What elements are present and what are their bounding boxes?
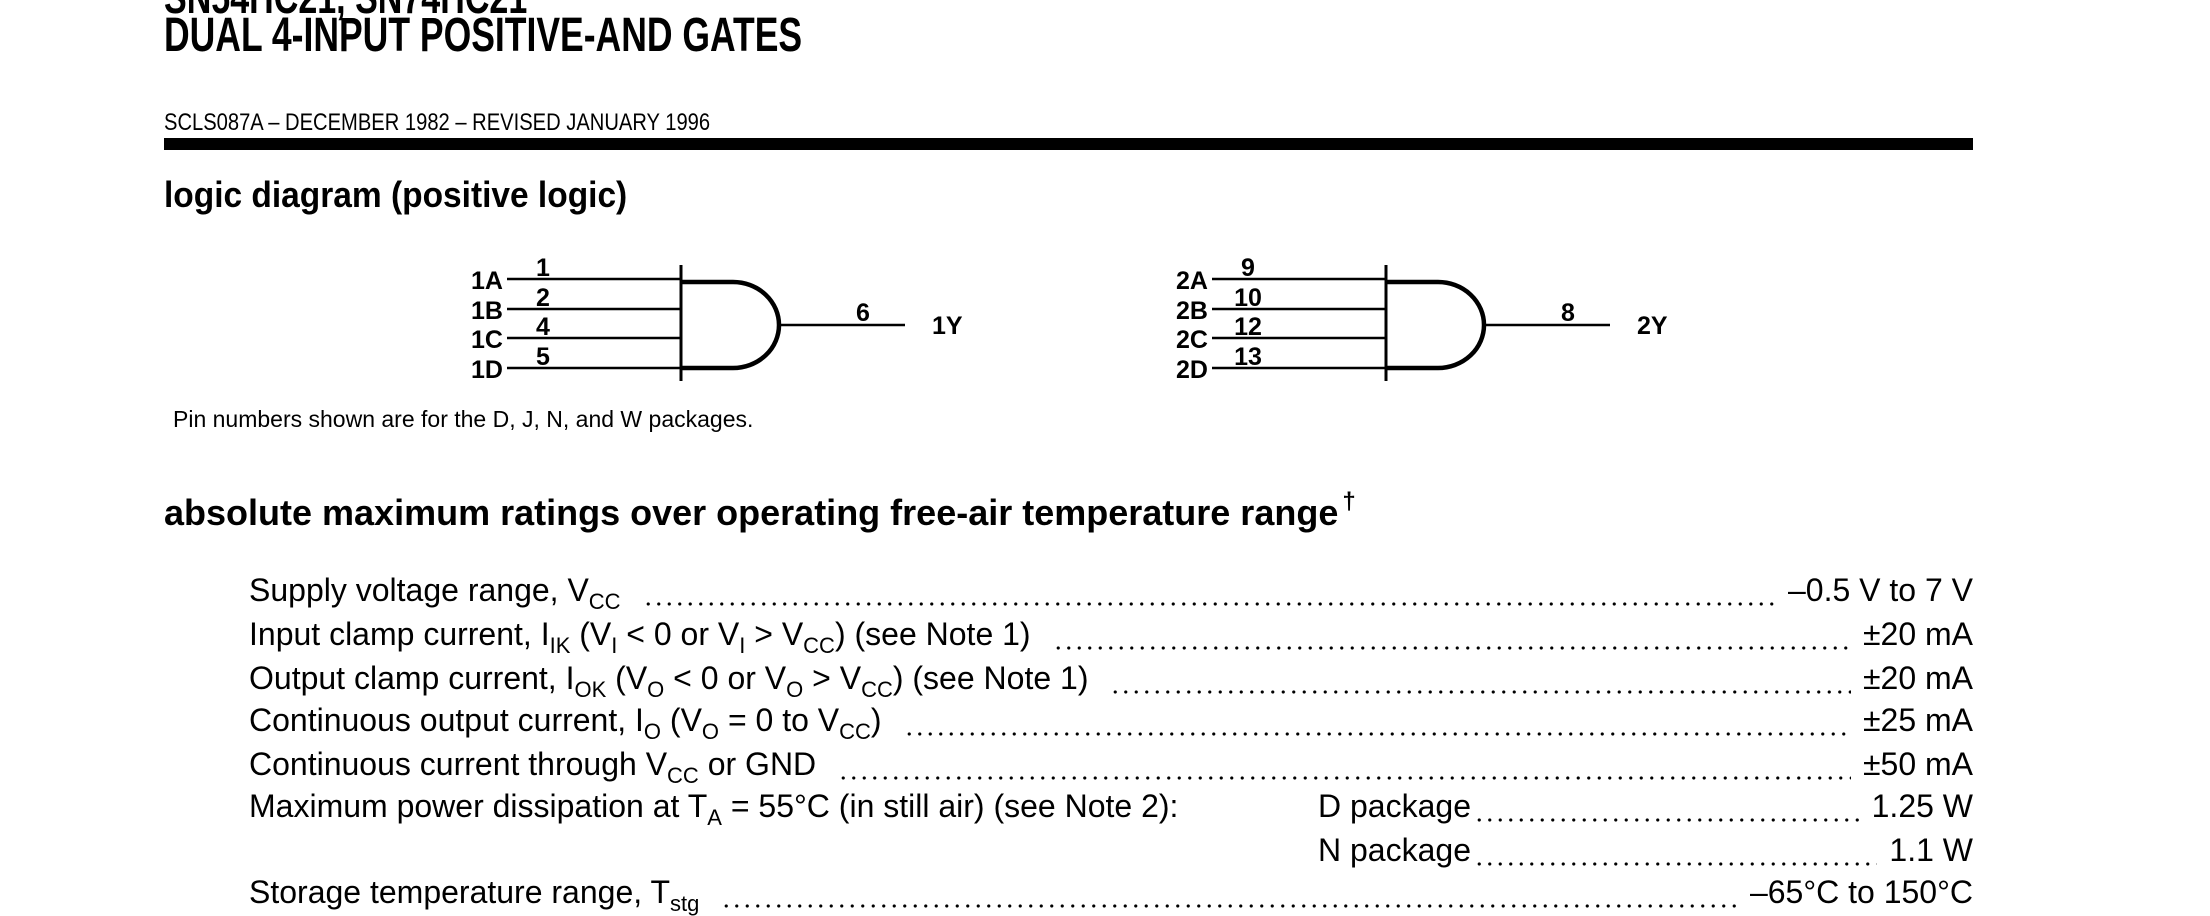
subscript: I — [611, 633, 618, 658]
pin-number: 10 — [1234, 284, 1262, 312]
input-label: 2B — [1176, 297, 1208, 325]
label-text: = 55°C (in still air) (see Note 2): — [721, 788, 1179, 824]
rating-value: 1.25 W — [1871, 788, 1973, 824]
label-text: Continuous current through V — [249, 746, 668, 782]
rating-value: ±20 mA — [1862, 616, 1973, 652]
subscript: OK — [574, 677, 607, 702]
rating-row: Input clamp current, IIK (VI < 0 or VI >… — [249, 612, 1973, 657]
label-text: (V — [606, 660, 648, 696]
package-label: N package — [1318, 832, 1471, 868]
output-pin-number: 8 — [1561, 299, 1575, 327]
label-text: = 0 to V — [719, 702, 840, 738]
rating-value: 1.1 W — [1889, 832, 1973, 868]
subscript: O — [786, 677, 804, 702]
label-text: ) (see Note 1) — [892, 660, 1089, 696]
and-gate-body — [681, 279, 782, 371]
label-text: or GND — [698, 746, 817, 782]
input-label: 2A — [1176, 267, 1208, 295]
rating-label: Continuous current through VCC or GND — [249, 744, 817, 787]
subscript: O — [701, 719, 720, 744]
rating-row: Output clamp current, IOK (VO < 0 or VO … — [249, 656, 1973, 701]
rating-value: –0.5 V to 7 V — [1787, 572, 1973, 608]
subscript: CC — [588, 589, 621, 614]
label-text: < 0 or V — [617, 616, 740, 652]
label-text: Storage temperature range, T — [249, 874, 670, 910]
output-pin-number: 6 — [856, 299, 870, 327]
dot-leader — [721, 872, 1738, 912]
and-gate-body — [1386, 279, 1487, 371]
output-label: 1Y — [932, 312, 963, 340]
rating-row: Storage temperature range, Tstg –65°C to … — [249, 870, 1973, 915]
pin-numbers-note: Pin numbers shown are for the D, J, N, a… — [173, 406, 754, 432]
dagger-footnote-mark: † — [1342, 488, 1356, 515]
ratings-heading-text: absolute maximum ratings over operating … — [164, 492, 1339, 533]
label-text: Maximum power dissipation at T — [249, 788, 708, 824]
input-label: 1B — [471, 297, 503, 325]
pin-number: 1 — [536, 254, 550, 282]
subscript: CC — [861, 677, 893, 702]
subscript: CC — [803, 633, 835, 658]
label-text: Supply voltage range, V — [249, 572, 589, 608]
part-number-title: SN54HC21, SN74HC21 — [164, 0, 527, 24]
pin-number: 9 — [1241, 254, 1255, 282]
dot-leader — [642, 570, 1776, 610]
label-text: < 0 or V — [664, 660, 787, 696]
rating-label: Maximum power dissipation at TA = 55°C (… — [249, 786, 1179, 829]
rating-label: Input clamp current, IIK (VI < 0 or VI >… — [249, 614, 1031, 657]
dot-leader — [1052, 614, 1851, 654]
label-text: Output clamp current, I — [249, 660, 575, 696]
dot-leader — [838, 744, 1851, 784]
subscript: CC — [667, 763, 699, 788]
rating-value: ±25 mA — [1862, 702, 1973, 738]
rating-label: Supply voltage range, VCC — [249, 570, 621, 613]
subscript: IK — [549, 633, 571, 658]
rating-label: Continuous output current, IO (VO = 0 to… — [249, 700, 882, 743]
label-text: > V — [745, 616, 804, 652]
input-label: 1C — [471, 326, 503, 354]
output-label: 2Y — [1637, 312, 1668, 340]
subscript: O — [647, 677, 665, 702]
label-text: (V — [570, 616, 612, 652]
rating-row: Continuous current through VCC or GND ±50… — [249, 742, 1973, 787]
rating-value: ±20 mA — [1862, 660, 1973, 696]
dot-leader — [1474, 786, 1860, 826]
rating-row: N package 1.1 W — [249, 828, 1973, 870]
header-rule — [164, 138, 1973, 150]
input-label: 1A — [471, 267, 503, 295]
dot-leader — [1474, 830, 1878, 870]
subscript: stg — [669, 891, 700, 916]
dot-leader — [1110, 658, 1851, 698]
label-text: ) (see Note 1) — [834, 616, 1031, 652]
document-id-date: SCLS087A – DECEMBER 1982 – REVISED JANUA… — [164, 109, 711, 136]
rating-label: Output clamp current, IOK (VO < 0 or VO … — [249, 658, 1089, 701]
pin-number: 5 — [536, 343, 550, 371]
label-text: Input clamp current, I — [249, 616, 550, 652]
pin-number: 2 — [536, 284, 550, 312]
rating-value: –65°C to 150°C — [1749, 874, 1973, 910]
package-label: D package — [1318, 788, 1471, 824]
rating-row: Maximum power dissipation at TA = 55°C (… — [249, 784, 1973, 829]
label-text: (V — [661, 702, 702, 738]
input-label: 2C — [1176, 326, 1208, 354]
pin-number: 13 — [1234, 343, 1262, 371]
subscript: O — [643, 719, 662, 744]
input-label: 1D — [471, 356, 503, 384]
dot-leader — [903, 700, 1851, 740]
document-title: DUAL 4-INPUT POSITIVE-AND GATES — [164, 9, 803, 62]
rating-row: Continuous output current, IO (VO = 0 to… — [249, 698, 1973, 743]
subscript: CC — [839, 719, 871, 744]
rating-value: ±50 mA — [1862, 746, 1973, 782]
subscript: I — [739, 633, 746, 658]
label-text: Continuous output current, I — [249, 702, 644, 738]
ratings-heading: absolute maximum ratings over operating … — [164, 488, 1356, 534]
rating-label: Storage temperature range, Tstg — [249, 872, 699, 915]
rating-row: Supply voltage range, VCC –0.5 V to 7 V — [249, 568, 1973, 613]
subscript: A — [707, 805, 722, 830]
input-label: 2D — [1176, 356, 1208, 384]
logic-diagram-heading: logic diagram (positive logic) — [164, 174, 628, 215]
pin-number: 4 — [536, 313, 550, 341]
pin-number: 12 — [1234, 313, 1262, 341]
label-text: ) — [870, 702, 882, 738]
label-text: > V — [803, 660, 862, 696]
